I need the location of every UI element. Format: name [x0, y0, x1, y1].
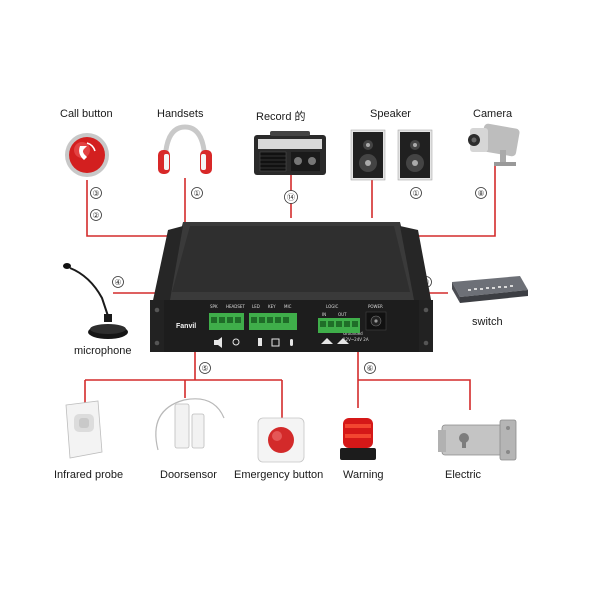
terminal-block-audio	[209, 313, 244, 330]
badge-camera: ⑧	[475, 187, 487, 199]
badge-record: ⑭	[284, 190, 298, 204]
svg-text:①: ①	[412, 189, 419, 198]
switch-icon	[452, 276, 528, 303]
headphones-icon	[158, 124, 212, 174]
intercom-device: Fanvil SPK HEADSET LED KEY MIC LOGIC IN …	[150, 222, 433, 352]
device-brand: Fanvil	[176, 323, 196, 330]
label-mic: MIC	[284, 304, 292, 309]
svg-text:④: ④	[114, 278, 121, 287]
label-key: KEY	[268, 304, 276, 309]
label-spk: SPK	[210, 304, 218, 309]
microphone-icon	[63, 263, 128, 339]
label-emergency-button: Emergency button	[234, 469, 324, 481]
infrared-probe-icon	[65, 400, 103, 459]
label-logic: LOGIC	[326, 304, 339, 309]
label-speaker: Speaker	[370, 108, 411, 120]
svg-text:①: ①	[193, 189, 200, 198]
speaker-icon	[350, 129, 433, 181]
svg-text:⑭: ⑭	[287, 193, 295, 202]
badge-warning: ⑥	[364, 362, 376, 374]
label-record: Record 的	[256, 111, 306, 123]
label-power-spec: 12V~24V 2A	[343, 337, 369, 342]
badge-call-2: ②	[90, 209, 102, 221]
badge-handsets: ①	[191, 187, 203, 199]
label-camera: Camera	[473, 108, 513, 120]
power-jack	[365, 311, 387, 331]
line-bus-right-h	[358, 379, 471, 410]
emergency-button-icon	[257, 417, 305, 463]
badge-call-3: ③	[90, 187, 102, 199]
svg-text:⑤: ⑤	[201, 364, 208, 373]
camera-icon	[468, 123, 520, 166]
terminal-block-logic	[318, 318, 360, 333]
warning-light-icon	[340, 418, 376, 460]
device-right-flange	[400, 226, 432, 305]
svg-text:⑥: ⑥	[366, 364, 373, 373]
label-power: POWER	[368, 304, 383, 309]
label-led: LED	[252, 304, 260, 309]
svg-text:②: ②	[92, 211, 99, 220]
label-microphone: microphone	[74, 345, 132, 357]
badge-microphone: ④	[112, 276, 124, 288]
line-camera	[405, 165, 496, 237]
radio-icon	[254, 131, 326, 175]
label-doorsensor: Doorsensor	[160, 469, 217, 481]
badge-speaker: ①	[410, 187, 422, 199]
svg-text:⑧: ⑧	[477, 189, 484, 198]
front-icons	[214, 337, 349, 348]
call-button-icon	[65, 133, 109, 177]
svg-text:③: ③	[92, 189, 99, 198]
label-in: IN	[322, 312, 326, 317]
label-electric: Electric	[445, 469, 482, 481]
terminal-block-io	[249, 313, 297, 330]
electric-lock-icon	[438, 419, 517, 461]
connection-lines	[84, 165, 496, 420]
device-left-flange	[152, 226, 183, 305]
line-call-button	[86, 180, 175, 237]
label-out: OUT	[338, 312, 347, 317]
label-infrared-probe: Infrared probe	[54, 469, 124, 481]
label-grounded: Grounded	[343, 331, 363, 336]
label-warning: Warning	[343, 469, 384, 481]
label-call-button: Call button	[60, 108, 113, 120]
doorsensor-icon	[155, 398, 225, 451]
badge-doorsensor: ⑤	[199, 362, 211, 374]
label-headset: HEADSET	[226, 304, 245, 309]
label-handsets: Handsets	[157, 108, 204, 120]
label-switch: switch	[472, 316, 503, 328]
